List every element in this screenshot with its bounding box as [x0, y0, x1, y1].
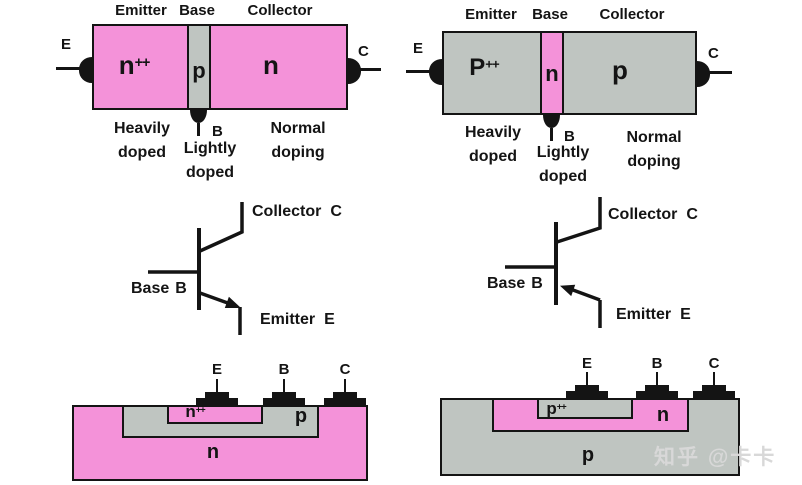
watermark: 知乎 @卡卡	[654, 446, 777, 469]
npn-cross-b-pad	[263, 398, 305, 405]
pnp-cross-base-label: n	[656, 404, 670, 426]
npn-emitter-region-label: Emitter	[115, 2, 167, 19]
pnp-emitter-arrow	[560, 284, 576, 297]
npn-emitter-caption: Heavily doped	[113, 120, 171, 161]
npn-cross-b-lead	[283, 379, 285, 392]
npn-cross-emitter-region	[167, 405, 263, 424]
npn-base-contact-bump	[190, 110, 207, 123]
npn-base-terminal-label: B	[212, 123, 223, 140]
npn-collector-contact-bump	[348, 58, 361, 84]
npn-cross-b-pad-top	[272, 392, 296, 398]
npn-cross-c-lead	[344, 379, 346, 392]
pnp-collector-lead	[709, 71, 732, 74]
pnp-base-contact-bump	[543, 115, 560, 128]
npn-collector-terminal-label: C	[358, 43, 369, 60]
npn-cross-e-lead	[216, 379, 218, 392]
pnp-emitter-doping-label: P++	[469, 54, 499, 81]
npn-cross-b-label: B	[278, 361, 290, 378]
pnp-symbol	[505, 197, 602, 328]
pnp-collector-doping-label: p	[612, 55, 628, 85]
pnp-collector-contact-bump	[697, 61, 710, 87]
pnp-collector-terminal-label: C	[708, 45, 719, 62]
pnp-cross-c-pad-top	[702, 385, 726, 391]
pnp-cross-b-pad-top	[645, 385, 669, 391]
npn-cross-c-pad	[324, 398, 366, 405]
npn-cross-e-pad-top	[205, 392, 229, 398]
pnp-cross-b-lead	[656, 372, 658, 385]
npn-base-region-label: Base	[179, 2, 215, 19]
pnp-cross-c-label: C	[708, 355, 720, 372]
npn-cross-e-label: E	[211, 361, 222, 378]
pnp-emitter-caption: Heavily doped	[464, 124, 522, 165]
npn-cross-substrate-label: n	[206, 441, 220, 463]
npn-emitter-doping-label: n++	[118, 50, 151, 80]
pnp-cross-emitter-label: p++	[546, 399, 566, 418]
pnp-emitter-contact-bump	[429, 59, 442, 85]
npn-collector-lead	[360, 68, 381, 71]
pnp-cross-b-label: B	[651, 355, 663, 372]
pnp-emitter-lead	[406, 70, 430, 73]
npn-emitter-lead	[56, 67, 80, 70]
pnp-cross-c-lead	[713, 372, 715, 385]
npn-collector-region-label: Collector	[247, 2, 313, 19]
pnp-collector-region-label: Collector	[599, 6, 665, 23]
pnp-base-lead	[550, 128, 553, 141]
pnp-cross-substrate-label: p	[581, 444, 595, 466]
npn-symbol	[148, 202, 244, 335]
npn-cross-e-pad	[196, 398, 238, 405]
npn-base-caption: Lightly doped	[183, 140, 237, 181]
pnp-cross-e-pad-top	[575, 385, 599, 391]
npn-base-doping-label: p	[192, 58, 206, 83]
pnp-base-strip	[540, 33, 564, 113]
npn-emitter-terminal-label: E	[61, 36, 72, 53]
pnp-cross-emitter-region	[537, 398, 633, 419]
npn-emitter-arrow	[224, 296, 241, 308]
npn-collector-caption: Normal doping	[270, 120, 326, 161]
npn-base-lead	[197, 123, 200, 136]
pnp-cross-c-pad	[693, 391, 735, 398]
pnp-cross-e-pad	[566, 391, 608, 398]
pnp-cross-e-lead	[586, 372, 588, 385]
npn-cross-emitter-label: n++	[185, 402, 205, 421]
pnp-base-doping-label: n	[545, 61, 559, 86]
npn-emitter-contact-bump	[79, 57, 92, 83]
npn-cross-c-pad-top	[333, 392, 357, 398]
pnp-emitter-region-label: Emitter	[465, 6, 517, 23]
npn-base-strip	[187, 26, 211, 108]
pnp-cross-e-label: E	[581, 355, 592, 372]
pnp-emitter-terminal-label: E	[413, 40, 424, 57]
pnp-base-caption: Lightly doped	[536, 144, 590, 185]
pnp-base-terminal-label: B	[564, 128, 575, 145]
pnp-body	[442, 31, 697, 115]
pnp-cross-b-pad	[636, 391, 678, 398]
pnp-base-region-label: Base	[532, 6, 568, 23]
npn-cross-base-label: p	[294, 405, 308, 427]
npn-cross-c-label: C	[339, 361, 351, 378]
pnp-collector-caption: Normal doping	[626, 129, 682, 170]
npn-collector-doping-label: n	[263, 50, 279, 80]
npn-body	[92, 24, 348, 110]
